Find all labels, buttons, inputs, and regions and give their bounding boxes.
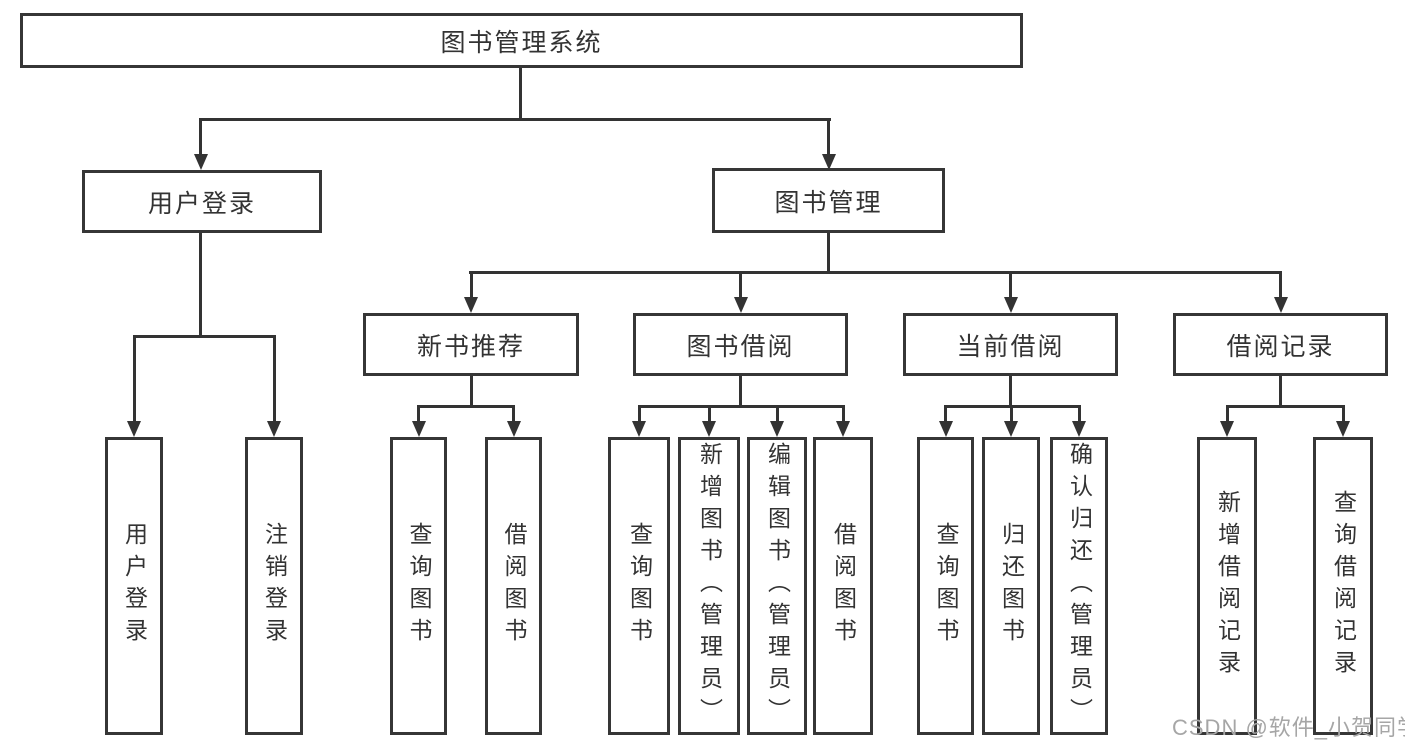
connector-line bbox=[470, 376, 473, 405]
connector-arrow bbox=[632, 421, 646, 437]
connector-arrow bbox=[412, 421, 426, 437]
node-borrowing-records: 借阅记录 bbox=[1173, 313, 1388, 376]
leaf-label: 查询借阅记录 bbox=[1330, 490, 1357, 682]
connector-line bbox=[638, 405, 641, 421]
connector-line bbox=[519, 68, 522, 118]
leaf-label: 借阅图书 bbox=[501, 522, 527, 650]
connector-line bbox=[512, 405, 515, 421]
leaf-label: 编辑图书（管理员） bbox=[764, 442, 791, 730]
connector-arrow bbox=[507, 421, 521, 437]
leaf-label: 归还图书 bbox=[998, 522, 1025, 650]
csdn-watermark: CSDN @软件_小贺同学 bbox=[1172, 715, 1405, 740]
leaf-borrow-books-recommend: 借阅图书 bbox=[485, 437, 542, 735]
connector-line bbox=[1279, 376, 1282, 405]
node-label: 当前借阅 bbox=[956, 332, 1065, 361]
connector-line bbox=[199, 118, 831, 121]
node-label: 图书借阅 bbox=[686, 332, 795, 361]
leaf-edit-books-admin: 编辑图书（管理员） bbox=[747, 437, 807, 735]
connector-line bbox=[470, 271, 473, 297]
connector-arrow bbox=[702, 421, 716, 437]
connector-line bbox=[1078, 405, 1081, 421]
connector-line bbox=[842, 405, 845, 421]
connector-line bbox=[133, 335, 275, 338]
leaf-logout: 注销登录 bbox=[245, 437, 303, 735]
connector-line bbox=[1009, 271, 1012, 297]
connector-line bbox=[1010, 405, 1013, 421]
connector-line bbox=[417, 405, 420, 421]
node-current-borrowing: 当前借阅 bbox=[903, 313, 1118, 376]
connector-line bbox=[944, 405, 947, 421]
node-new-book-recommend: 新书推荐 bbox=[363, 313, 579, 376]
leaf-search-books-borrowing: 查询图书 bbox=[608, 437, 670, 735]
connector-line bbox=[417, 405, 515, 408]
node-user-login: 用户登录 bbox=[82, 170, 322, 233]
connector-line bbox=[133, 335, 136, 421]
leaf-label: 确认归还（管理员） bbox=[1066, 442, 1093, 730]
connector-line bbox=[1226, 405, 1229, 421]
leaf-confirm-return-admin: 确认归还（管理员） bbox=[1050, 437, 1108, 735]
connector-arrow bbox=[836, 421, 850, 437]
node-label: 用户登录 bbox=[147, 189, 256, 218]
connector-line bbox=[708, 405, 711, 421]
connector-line bbox=[1009, 376, 1012, 405]
connector-line bbox=[469, 271, 1282, 274]
connector-line bbox=[199, 233, 202, 335]
leaf-add-borrow-record: 新增借阅记录 bbox=[1197, 437, 1257, 735]
connector-line bbox=[827, 233, 830, 271]
node-label: 图书管理系统 bbox=[440, 28, 603, 57]
leaf-return-books: 归还图书 bbox=[982, 437, 1040, 735]
node-label: 图书管理 bbox=[774, 188, 883, 217]
node-book-management: 图书管理 bbox=[712, 168, 945, 233]
leaf-search-books-current: 查询图书 bbox=[917, 437, 974, 735]
connector-line bbox=[638, 405, 845, 408]
node-label: 借阅记录 bbox=[1226, 332, 1335, 361]
connector-arrow bbox=[822, 154, 836, 170]
connector-arrow bbox=[1004, 297, 1018, 313]
connector-arrow bbox=[1072, 421, 1086, 437]
connector-arrow bbox=[1220, 421, 1234, 437]
connector-arrow bbox=[127, 421, 141, 437]
leaf-label: 新增借阅记录 bbox=[1214, 490, 1241, 682]
leaf-label: 注销登录 bbox=[261, 522, 288, 650]
connector-line bbox=[739, 271, 742, 297]
leaf-label: 查询图书 bbox=[406, 522, 432, 650]
connector-arrow bbox=[939, 421, 953, 437]
connector-arrow bbox=[1274, 297, 1288, 313]
connector-line bbox=[199, 118, 202, 154]
leaf-label: 借阅图书 bbox=[830, 522, 857, 650]
connector-line bbox=[1226, 405, 1345, 408]
leaf-label: 新增图书（管理员） bbox=[696, 442, 723, 730]
leaf-add-books-admin: 新增图书（管理员） bbox=[678, 437, 740, 735]
connector-arrow bbox=[267, 421, 281, 437]
connector-arrow bbox=[1336, 421, 1350, 437]
connector-line bbox=[776, 405, 779, 421]
node-book-borrowing: 图书借阅 bbox=[633, 313, 848, 376]
connector-line bbox=[827, 118, 830, 154]
leaf-borrow-books: 借阅图书 bbox=[813, 437, 873, 735]
connector-line bbox=[1342, 405, 1345, 421]
leaf-query-borrow-record: 查询借阅记录 bbox=[1313, 437, 1373, 735]
leaf-search-books-recommend: 查询图书 bbox=[390, 437, 447, 735]
leaf-label: 查询图书 bbox=[626, 522, 653, 650]
connector-arrow bbox=[1004, 421, 1018, 437]
connector-line bbox=[273, 335, 276, 421]
leaf-label: 用户登录 bbox=[121, 522, 148, 650]
connector-arrow bbox=[464, 297, 478, 313]
connector-line bbox=[1279, 271, 1282, 297]
leaf-user-login: 用户登录 bbox=[105, 437, 163, 735]
connector-line bbox=[739, 376, 742, 405]
leaf-label: 查询图书 bbox=[933, 522, 959, 650]
connector-arrow bbox=[770, 421, 784, 437]
node-label: 新书推荐 bbox=[416, 332, 525, 361]
connector-arrow bbox=[194, 154, 208, 170]
node-library-system: 图书管理系统 bbox=[20, 13, 1023, 68]
connector-arrow bbox=[734, 297, 748, 313]
